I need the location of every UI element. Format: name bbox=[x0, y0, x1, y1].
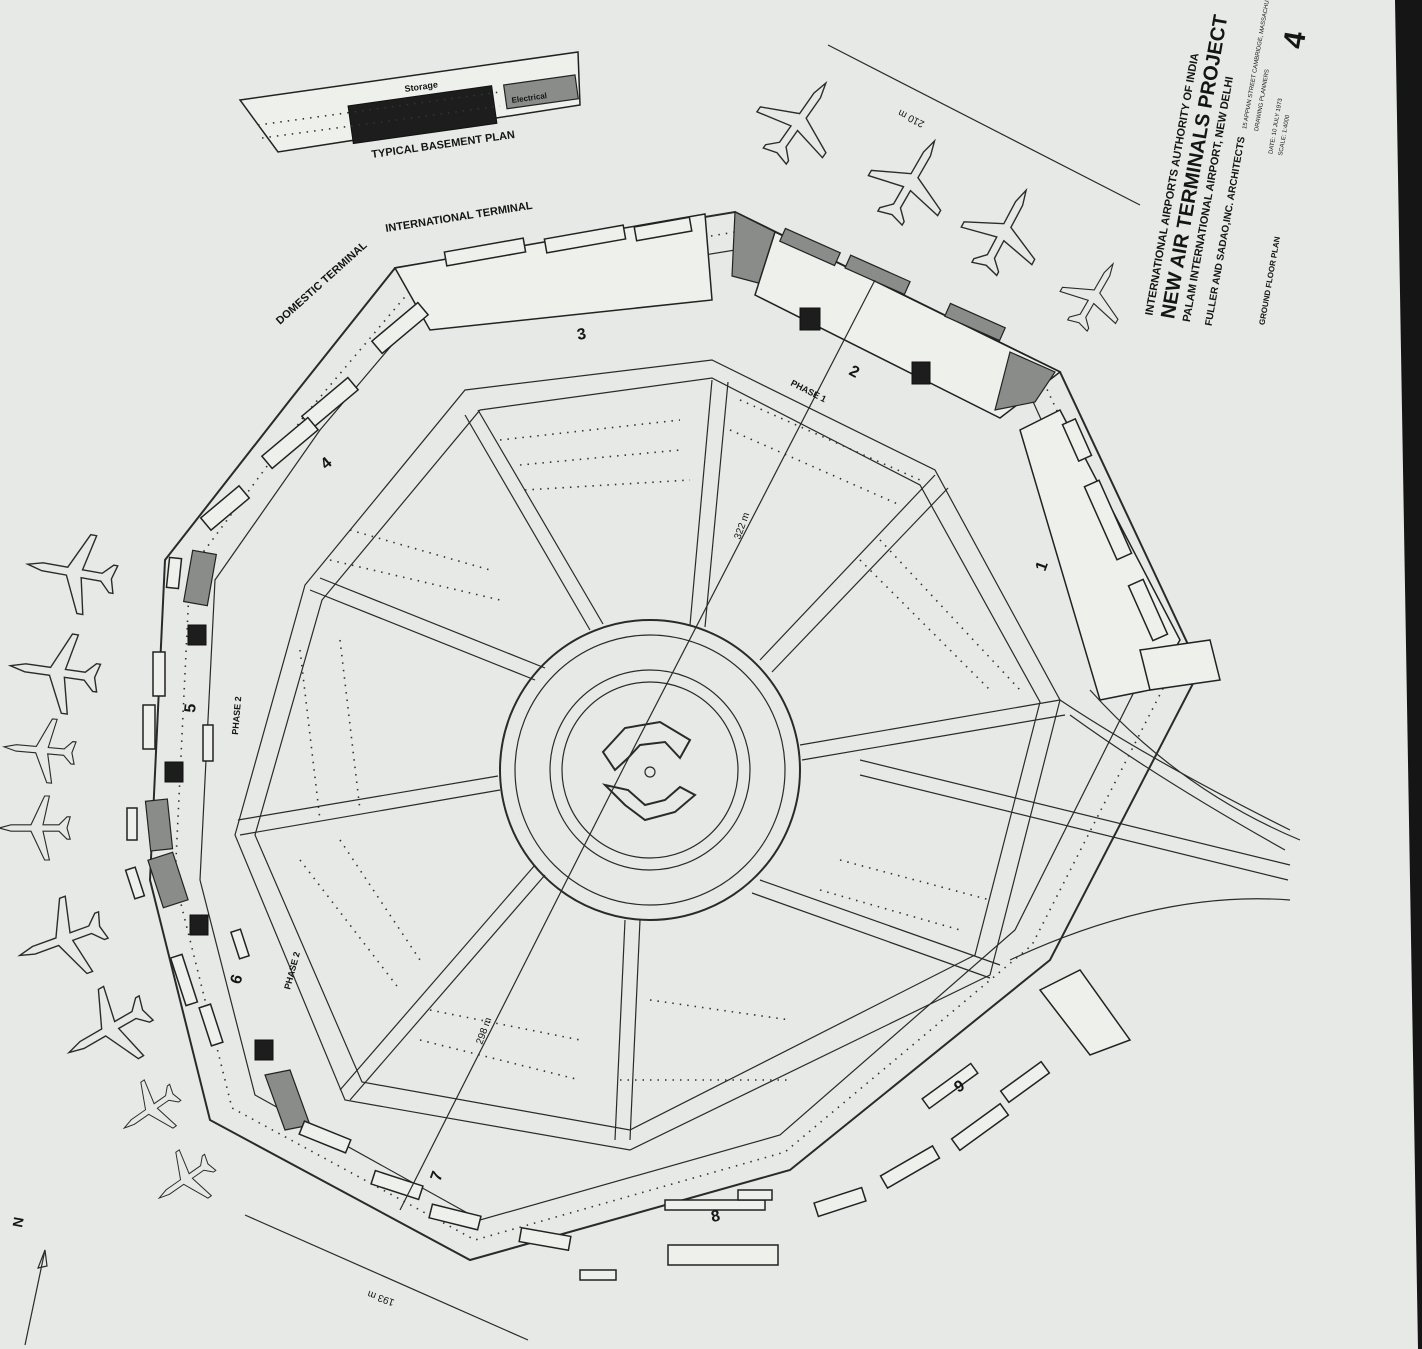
north-arrow: N bbox=[9, 1216, 48, 1346]
phase-2-west-label: PHASE 2 bbox=[230, 696, 243, 735]
parking-areas bbox=[299, 399, 1021, 1081]
basement-plan: Storage Electrical TYPICAL BASEMENT PLAN bbox=[238, 51, 581, 161]
basement-storage-label: Storage bbox=[404, 79, 439, 94]
unit-8-label: 8 bbox=[710, 1208, 722, 1226]
north-label: N bbox=[9, 1216, 27, 1229]
terminal-buildings bbox=[124, 211, 1221, 1281]
aircraft-icons bbox=[0, 80, 1119, 1200]
access-highway bbox=[859, 689, 1301, 961]
road-network bbox=[234, 359, 1066, 1151]
unit-3-label: 3 bbox=[576, 326, 588, 344]
title-sheet-number: 4 bbox=[1277, 29, 1312, 51]
central-monument bbox=[601, 720, 697, 822]
unit-5-label: 5 bbox=[182, 703, 200, 713]
